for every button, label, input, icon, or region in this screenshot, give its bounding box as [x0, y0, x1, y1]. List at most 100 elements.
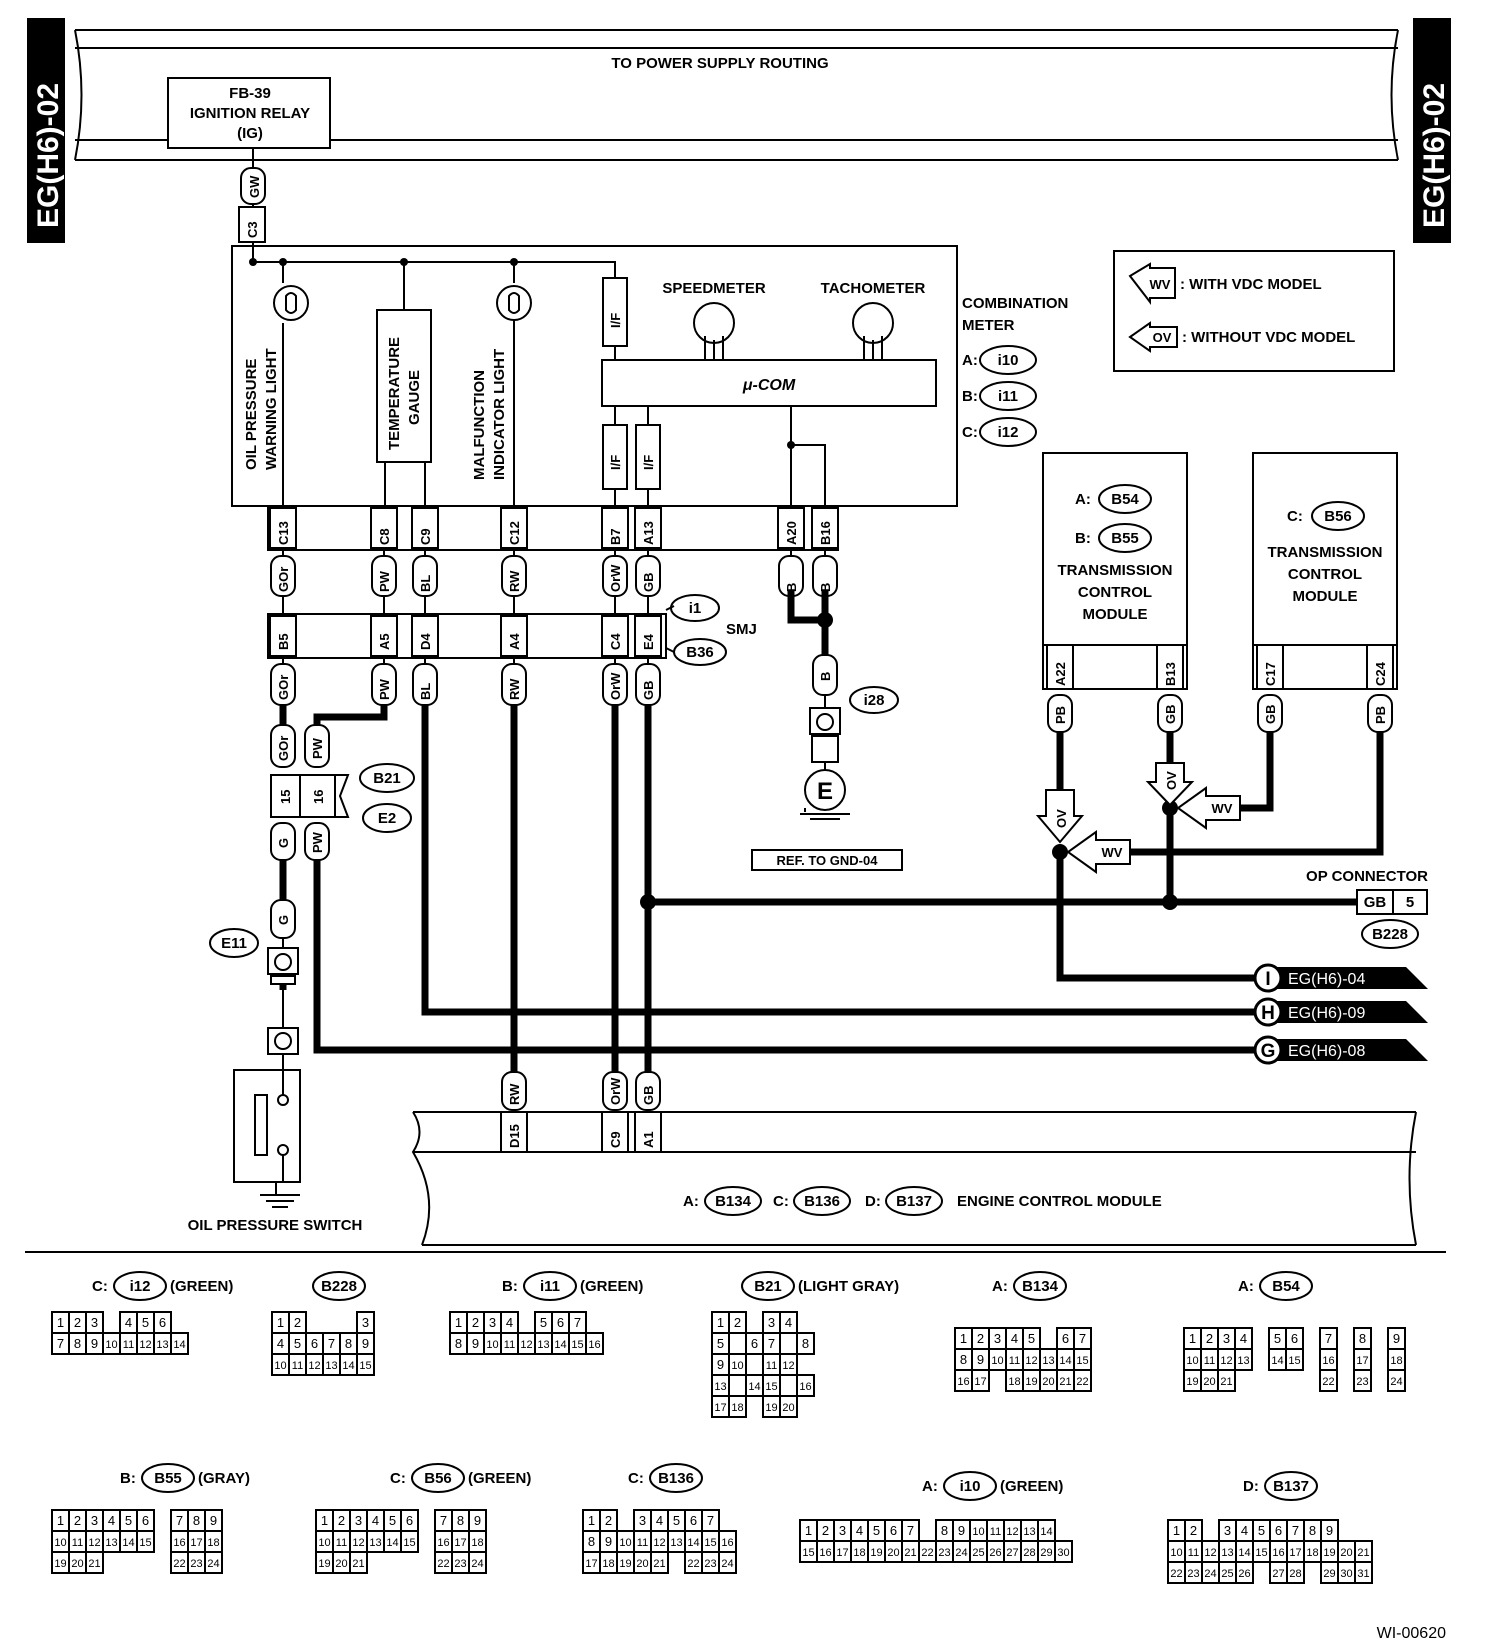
offpage-arrow	[1268, 1001, 1428, 1023]
connector-pin-number: 6	[159, 1315, 166, 1330]
connector-pin-number: 21	[904, 1547, 916, 1559]
connector-pin-number: 1	[588, 1513, 595, 1528]
tcm-vdc-b-letter: B:	[1075, 530, 1091, 547]
connector-pin-number: 30	[1057, 1547, 1069, 1559]
combination-meter: OIL PRESSURE WARNING LIGHT TEMPERATURE G…	[231, 245, 1068, 507]
connector-pin-number: 1	[455, 1315, 462, 1330]
connector-pin-number: 15	[765, 1381, 777, 1393]
b21-pin-2: 16	[311, 790, 326, 804]
connector-pin-number: 1	[1173, 1523, 1180, 1538]
connector-pin-number: 14	[748, 1381, 760, 1393]
connector-pin-number: 27	[1006, 1547, 1018, 1559]
connector-pin-number: 4	[1240, 1331, 1247, 1346]
legend-wv-text: : WITH VDC MODEL	[1180, 276, 1322, 293]
connector-pin-number: 13	[1023, 1526, 1035, 1538]
connector-pin-number: 14	[342, 1360, 354, 1372]
wv-tag-2: WV	[1102, 845, 1123, 860]
speedometer-label: SPEEDMETER	[662, 280, 766, 297]
connector-pin-number: 11	[123, 1339, 134, 1351]
connector-pin-number: 13	[105, 1537, 117, 1549]
connector-pin-number: 10	[54, 1537, 66, 1549]
connector-pin-number: 11	[1188, 1547, 1199, 1559]
meter-wire-color: B	[784, 583, 799, 592]
connector-pin-number: 3	[839, 1523, 846, 1538]
ecm-pin-box	[634, 1111, 662, 1153]
connector-pin-number: 22	[1170, 1568, 1182, 1580]
connector-pin-number: 12	[1025, 1355, 1037, 1367]
connector-pin-number: 16	[173, 1537, 185, 1549]
if-label-lower-2: I/F	[641, 455, 656, 470]
connector-pin-number: 15	[571, 1339, 583, 1351]
doc-id: WI-00620	[1377, 1625, 1446, 1642]
top-wire: GW C3	[238, 148, 266, 255]
connector-pin-number: 3	[768, 1315, 775, 1330]
connector-pin-number: 16	[588, 1339, 600, 1351]
connector-pin-number: 24	[955, 1547, 967, 1559]
ecm-wire-color: RW	[507, 1083, 522, 1105]
connector-pin-number: 27	[1272, 1568, 1284, 1580]
connector-pin-number: 28	[1023, 1547, 1035, 1559]
connector-pin-number: 6	[1062, 1331, 1069, 1346]
connector-pin-number: 6	[690, 1513, 697, 1528]
smj-pin-label: B5	[276, 633, 291, 650]
connector-pin-number: 18	[731, 1402, 743, 1414]
ecm-a-id: B134	[715, 1193, 752, 1210]
connector-pin-number: 29	[1040, 1547, 1052, 1559]
meter-pin-box	[411, 507, 439, 549]
connector-id: B55	[154, 1470, 182, 1487]
connector-pin-number: 12	[520, 1339, 532, 1351]
connector-pin-number: 8	[455, 1336, 462, 1351]
connector-id: B56	[424, 1470, 452, 1487]
ecm-c-id: B136	[804, 1193, 840, 1210]
tcm-novdc-pin-1: C17	[1263, 662, 1278, 686]
connector-pin-number: 20	[636, 1558, 648, 1570]
connector-pin-number: 18	[207, 1537, 219, 1549]
smj-wire-color: GOr	[276, 675, 291, 700]
tcm-vdc-a-id: B54	[1111, 491, 1139, 508]
tcm-novdc-c-letter: C:	[1287, 508, 1303, 525]
meter-pin-label: A13	[641, 521, 656, 545]
connector-pin-number: 18	[471, 1537, 483, 1549]
connector-pin-number: 17	[454, 1537, 466, 1549]
connector-pin-number: 21	[653, 1558, 665, 1570]
connector-pin-number: 15	[704, 1537, 716, 1549]
connector-pin-number: 23	[1187, 1568, 1199, 1580]
connector-pin-number: 1	[805, 1523, 812, 1538]
connector-id: B228	[321, 1278, 357, 1295]
connector-pin-number: 23	[938, 1547, 950, 1559]
meter-pin-box	[777, 507, 805, 549]
smj-wire-color: OrW	[608, 672, 623, 700]
ecm-pin-box	[500, 1111, 528, 1153]
meter-conn-c-letter: C:	[962, 424, 978, 441]
connector-pin-number: 14	[1238, 1547, 1250, 1559]
connector-pin-number: 16	[957, 1376, 969, 1388]
connector-pin-number: 22	[687, 1558, 699, 1570]
connector-pin-number: 5	[1258, 1523, 1265, 1538]
offpage-ref: EG(H6)-09	[1288, 1005, 1365, 1022]
connector-pin-number: 17	[1289, 1547, 1301, 1559]
connector-pin-number: 6	[142, 1513, 149, 1528]
connector-pin-number: 16	[1272, 1547, 1284, 1559]
connector-pin-number: 5	[873, 1523, 880, 1538]
connector-letter: C:	[390, 1470, 406, 1487]
connector-pin-number: 21	[352, 1558, 364, 1570]
connector-pin-number: 12	[352, 1537, 364, 1549]
meter-wire-color: BL	[418, 575, 433, 592]
e2-id: E2	[378, 810, 396, 827]
ecm-wire-color: OrW	[608, 1077, 623, 1105]
connector-pin-number: 8	[802, 1336, 809, 1351]
connector-pin-number: 2	[734, 1315, 741, 1330]
connector-pin-number: 13	[670, 1537, 682, 1549]
power-supply-label: TO POWER SUPPLY ROUTING	[611, 55, 828, 72]
connector-pin-number: 11	[292, 1360, 303, 1372]
e11-id: E11	[221, 935, 247, 952]
ecm-pin-label: C9	[608, 1131, 623, 1148]
connector-id: i12	[130, 1278, 151, 1295]
meter-wire-color: RW	[507, 570, 522, 592]
connector-id: i10	[960, 1478, 981, 1495]
connector-pin-number: 17	[190, 1537, 202, 1549]
connector-pin-number: 19	[619, 1558, 631, 1570]
connector-pin-number: 5	[125, 1513, 132, 1528]
